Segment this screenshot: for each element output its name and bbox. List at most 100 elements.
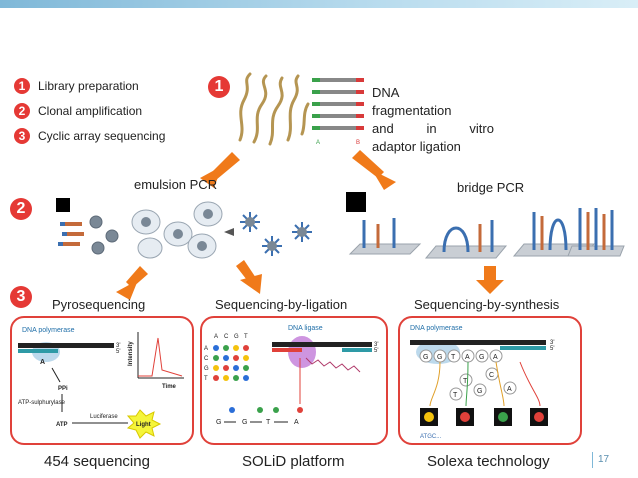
legend-item-library: 1 Library preparation [14, 78, 165, 94]
signal-squares [420, 408, 548, 426]
col-label: G [234, 334, 239, 340]
arrow-to-synthesis [476, 266, 504, 294]
free-base: T [453, 392, 458, 399]
legend-label: Cyclic array sequencing [38, 129, 166, 143]
signal-path [495, 361, 505, 407]
primer-strand [18, 349, 58, 353]
read-base: A [294, 419, 299, 426]
end-5-label: 5' [374, 348, 378, 354]
dna-polymerase-label: DNA polymerase [22, 327, 75, 334]
amplified-bead-core [245, 217, 307, 251]
template-strand [272, 342, 372, 347]
primer-strand [500, 346, 546, 350]
dna-fragments [58, 222, 84, 246]
dna-fragmentation-image: A B [238, 72, 364, 146]
dna-fragmentation-caption: DNA fragmentation and in vitro adaptor l… [372, 84, 494, 156]
step-3-badge: 3 [10, 286, 32, 308]
platform-454-label: 454 sequencing [44, 453, 150, 470]
fragment-lines [312, 78, 364, 130]
col-label: C [224, 334, 229, 340]
black-marker [346, 192, 366, 212]
end-3-label: 3' [550, 340, 554, 346]
legend: 1 Library preparation 2 Clonal amplifica… [14, 78, 165, 144]
ligation-panel: A C G T A C G T DNA ligase 3' 5' G G T A [200, 316, 388, 445]
col-label: A [214, 334, 218, 340]
row-label: G [204, 366, 209, 372]
legend-label: Library preparation [38, 79, 139, 93]
signal-dot [229, 407, 235, 413]
atp-sulphurylase-label: ATP-sulphurylase [18, 400, 66, 406]
dna-polymerase-label: DNA polymerase [410, 325, 463, 332]
read-base: G [216, 419, 221, 426]
dna-strands [238, 72, 310, 146]
end-5-label: 5' [550, 346, 554, 352]
ppi-label: PPi [58, 386, 68, 392]
bridge-pcr-image [346, 192, 625, 259]
adaptor-b-label: B [356, 140, 360, 146]
caption-word: in [426, 121, 437, 136]
caption-word: vitro [469, 121, 494, 136]
synthesis-panel: DNA polymerase 3' 5' G G T A G A C T G A… [398, 316, 582, 445]
row-label: A [204, 346, 208, 352]
arrow-to-bridge [352, 150, 396, 190]
step-2-badge: 2 [10, 198, 32, 220]
free-base: T [463, 378, 468, 385]
signal-dot [257, 407, 263, 413]
number-badge: 1 [14, 78, 30, 94]
free-base: G [477, 388, 482, 395]
signal-path [519, 361, 541, 407]
template-strand [410, 340, 546, 345]
legend-item-cyclic: 3 Cyclic array sequencing [14, 128, 165, 144]
row-label: C [204, 356, 209, 362]
synthesis-diagram: DNA polymerase 3' 5' G G T A G A C T G A… [410, 325, 554, 440]
time-label: Time [162, 384, 177, 390]
emulsion-pcr-label: emulsion PCR [134, 177, 218, 192]
strand-base: G [423, 354, 428, 361]
page-number: 17 [598, 454, 610, 465]
end-5-label: 5' [116, 349, 120, 355]
signal-peak [138, 337, 183, 377]
strand-base: A [493, 354, 498, 361]
free-nucleotides: C T G A T [449, 367, 517, 401]
legend-item-clonal: 2 Clonal amplification [14, 103, 165, 119]
legend-label: Clonal amplification [38, 104, 143, 118]
color-matrix [213, 345, 249, 381]
bridge-pcr-label: bridge PCR [457, 180, 525, 195]
atgc-label: ATGC... [420, 434, 442, 440]
signal-path [429, 361, 441, 407]
ligation-diagram: A C G T A C G T DNA ligase 3' 5' G G T A [204, 325, 378, 426]
bead-in-droplet [141, 209, 213, 251]
pyrosequencing-heading: Pyrosequencing [52, 297, 146, 312]
pyrosequencing-diagram: DNA polymerase 3' 5' A PPi ATP-sulphuryl… [18, 327, 184, 439]
beads [89, 215, 119, 255]
atp-label: ATP [56, 422, 68, 428]
col-label: T [244, 334, 248, 340]
synthesis-heading: Sequencing-by-synthesis [414, 297, 560, 312]
free-base: C [489, 372, 494, 379]
number-badge: 2 [14, 103, 30, 119]
strand-base: G [479, 354, 484, 361]
bridge-strands [362, 208, 614, 253]
intensity-label: Intensity [128, 341, 134, 366]
free-base: A [507, 386, 512, 393]
end-3-label: 3' [374, 342, 378, 348]
signal-dot [297, 407, 303, 413]
base-label: A [40, 359, 45, 366]
signal-path [465, 361, 469, 407]
strand-bases: G G T A G A [419, 349, 503, 363]
dna-ligase-label: DNA ligase [288, 325, 323, 332]
number-badge: 3 [14, 128, 30, 144]
caption-line: adaptor ligation [372, 139, 461, 154]
page-number-divider [592, 452, 593, 468]
primer-strand [342, 348, 372, 352]
luciferase-label: Luciferase [90, 414, 118, 420]
template-strand [18, 343, 114, 348]
signal-dot [273, 407, 279, 413]
probe-strand [272, 348, 302, 352]
arrow-to-pyro [116, 266, 148, 300]
read-base: T [266, 419, 271, 426]
caption-word: and [372, 121, 394, 136]
flow-cell-surfaces [348, 243, 625, 259]
arrow-line [51, 367, 61, 383]
emulsion-pcr-image [56, 198, 312, 259]
